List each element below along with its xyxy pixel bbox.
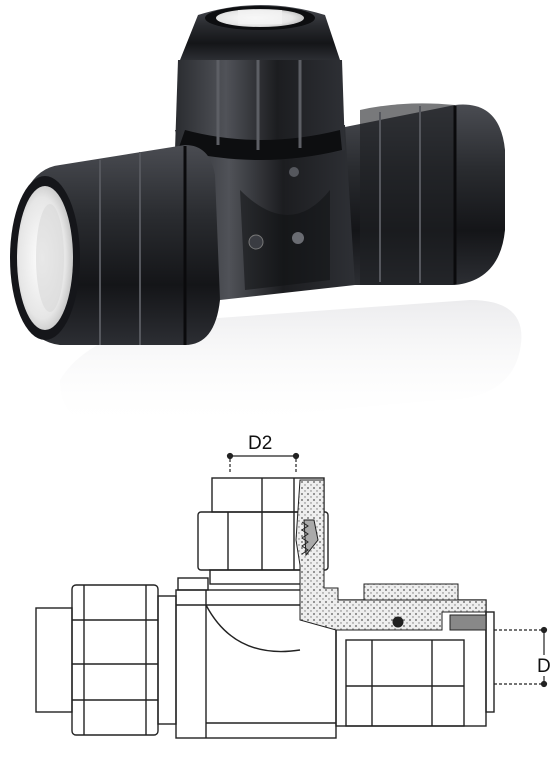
tee-body: [175, 125, 355, 300]
thread-detail: [301, 521, 309, 555]
dimension-label-d2: D2: [248, 433, 272, 454]
dimension-label-d1: D: [537, 656, 551, 677]
section-hatching: [295, 479, 487, 631]
tee-section-drawing: D2 D: [35, 433, 551, 739]
dimension-d1: [494, 626, 548, 688]
right-compression-nut: [330, 103, 505, 285]
left-nut-outline: [35, 584, 177, 736]
left-compression-nut: [10, 145, 220, 345]
dimension-d2: [226, 452, 300, 474]
top-compression-nut: [175, 5, 345, 160]
tee-fitting-photo: [10, 5, 522, 430]
